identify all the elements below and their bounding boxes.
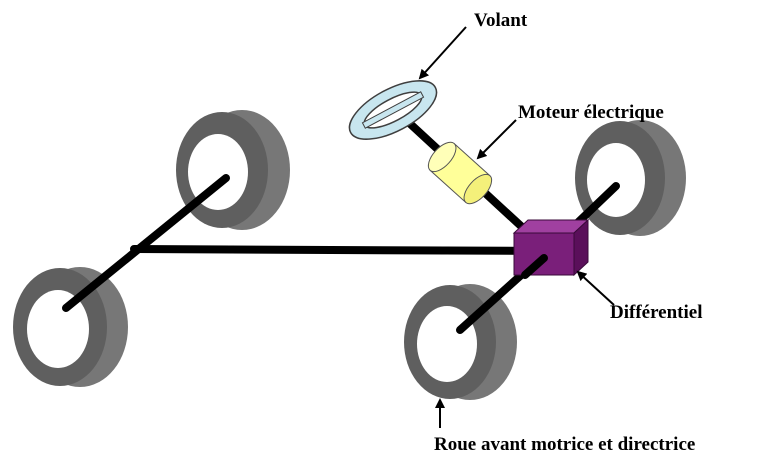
wheel-front-top-icon [575, 120, 686, 236]
label-roue-avant: Roue avant motrice et directrice [434, 434, 695, 455]
rear-axle [62, 174, 230, 312]
wheel-rear-top-icon [176, 110, 290, 230]
electric-motor-icon [427, 141, 493, 205]
label-moteur-electrique: Moteur électrique [518, 102, 664, 123]
drive-shaft [130, 245, 552, 255]
wheel-front-bottom-icon [404, 284, 517, 400]
front-axle-lower-over [521, 254, 548, 279]
pointer-volant [418, 26, 467, 80]
label-volant: Volant [474, 10, 528, 31]
differential-box-icon [512, 218, 590, 277]
label-differentiel: Différentiel [610, 302, 703, 323]
pointer-differentiel [576, 270, 615, 306]
steering-wheel-icon [348, 80, 438, 140]
pointer-moteur [476, 119, 517, 160]
wheel-rear-bottom-icon [13, 267, 128, 387]
